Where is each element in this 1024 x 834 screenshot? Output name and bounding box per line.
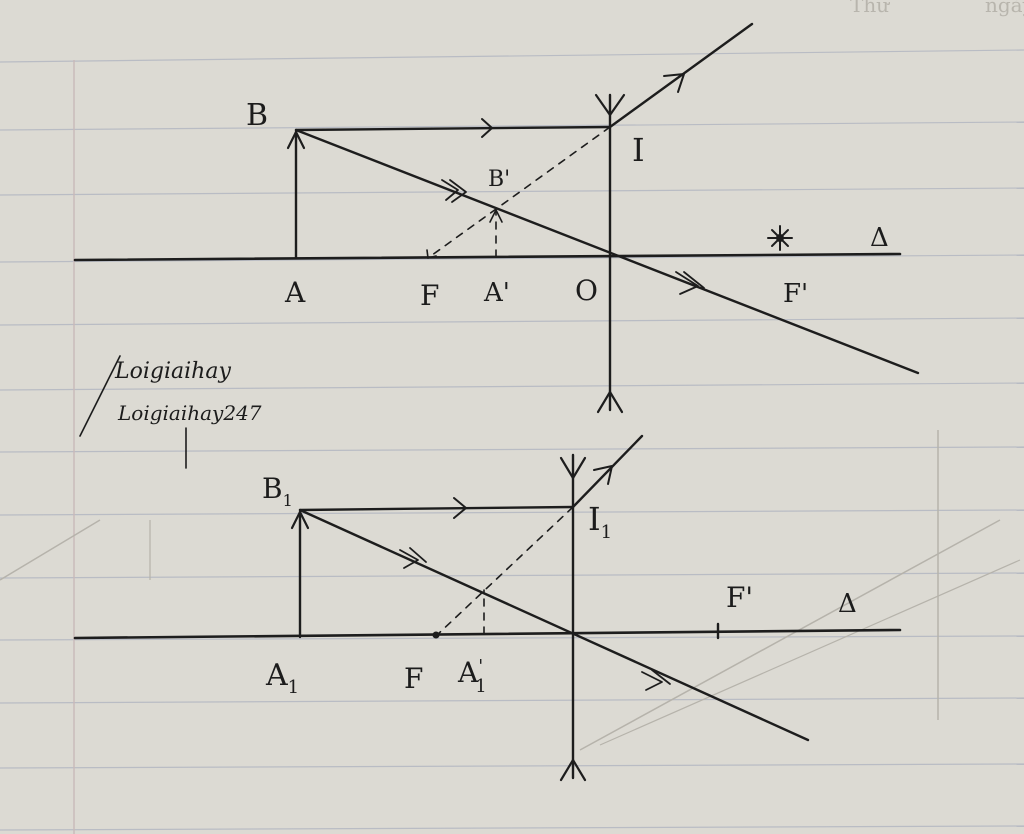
label-B: B	[246, 98, 268, 133]
lens-top-arrowhead-2	[559, 456, 587, 480]
label-I1: I1	[588, 500, 612, 543]
lens-top-arrowhead-1	[594, 93, 626, 117]
ray-center-arrow-b-1	[675, 271, 705, 295]
principal-axis-1	[73, 252, 902, 262]
label-A1-prime: A'1	[457, 656, 487, 697]
object-arrowhead-2	[290, 510, 310, 530]
focus-image-mark-1	[767, 225, 793, 251]
watermark: Loigiaihay Loigiaihay247	[79, 355, 262, 469]
ray-parallel-arrow-1	[481, 118, 493, 138]
ray-center-arrow-b-2	[641, 669, 671, 691]
label-delta-1: Δ	[870, 223, 889, 253]
ray-extension-tip-1	[426, 249, 437, 259]
object-arrowhead-1	[286, 130, 306, 150]
label-O: O	[575, 274, 598, 307]
principal-axis-2	[73, 628, 902, 640]
label-B1: B1	[262, 472, 293, 510]
label-A1: A1	[265, 658, 299, 698]
label-F-prime: F'	[783, 279, 808, 309]
ray-center-arrow-a-1	[441, 179, 467, 203]
ray-parallel-1	[294, 125, 612, 132]
lens-bottom-arrowhead-2	[559, 758, 587, 782]
lens-bottom-arrowhead-1	[596, 390, 624, 414]
ray-refracted-arrow-1	[663, 73, 685, 93]
ray-extension-2	[435, 506, 574, 637]
ray-extension-1	[427, 126, 611, 259]
image-arrowhead-1	[489, 209, 503, 223]
diagram-1: B A F A' B' O F' I Δ	[73, 22, 920, 414]
ray-refracted-1	[608, 22, 754, 129]
label-A: A	[284, 276, 306, 309]
focus-object-dot-2	[432, 631, 440, 639]
bleed-through-marks	[0, 430, 1021, 751]
watermark-line-2: Loigiaihay247	[117, 401, 262, 425]
label-delta-2: Δ	[838, 589, 857, 619]
ray-center-arrow-a-2	[399, 547, 427, 569]
label-F-prime-2: F'	[726, 581, 753, 614]
ray-refracted-arrow-2	[593, 465, 613, 485]
ray-parallel-arrow-2	[453, 497, 467, 519]
ray-refracted-2	[571, 434, 644, 509]
ray-center-2	[298, 508, 810, 742]
label-A-prime: A'	[483, 278, 510, 308]
label-F: F	[420, 279, 439, 312]
label-I: I	[632, 131, 645, 169]
diagram-2: B1 A1 F A'1 F' I1 Δ	[73, 434, 902, 782]
ray-center-1	[294, 128, 920, 375]
label-F-2: F	[404, 662, 423, 695]
ray-parallel-2	[298, 505, 575, 512]
watermark-stroke	[79, 355, 121, 437]
label-B-prime: B'	[488, 167, 510, 192]
watermark-line-1: Loigiaihay	[114, 359, 231, 384]
header-faint-right: ngày	[985, 0, 1024, 17]
header-faint-left: Thứ	[850, 0, 890, 17]
